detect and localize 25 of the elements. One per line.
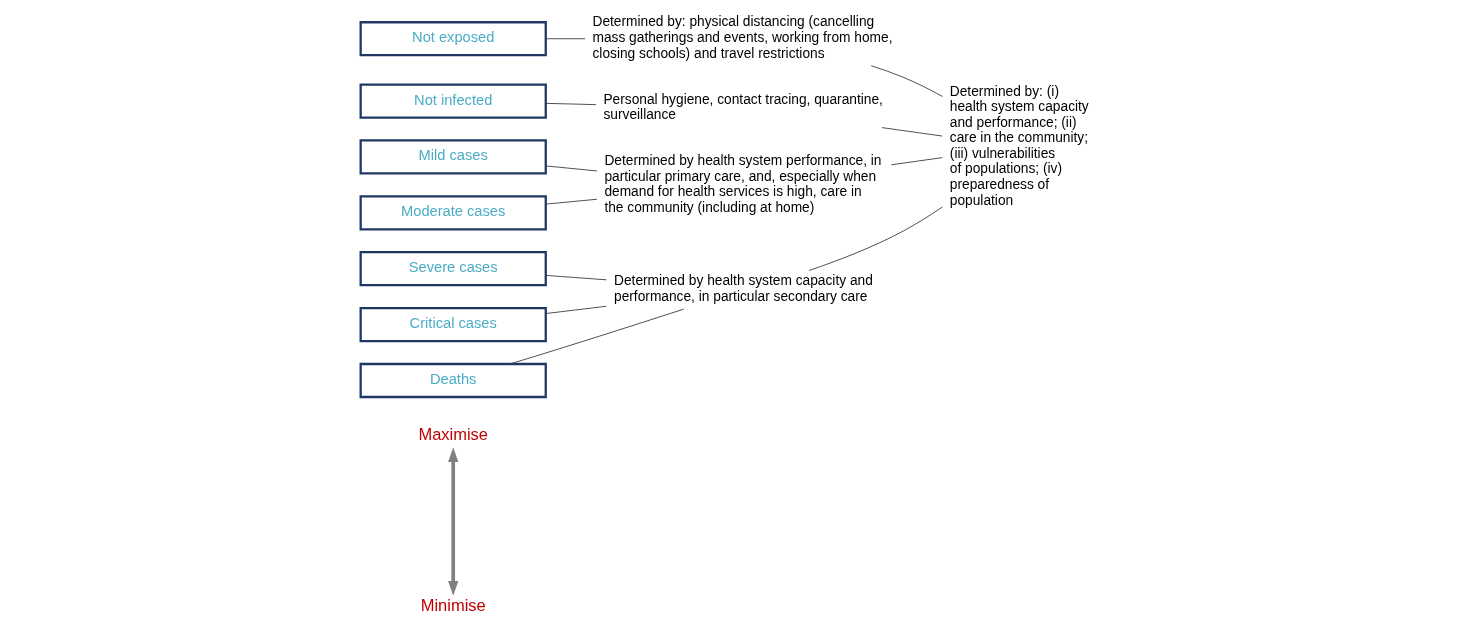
node-box: Critical cases [359, 306, 547, 343]
node-box: Mild cases [359, 139, 547, 175]
connector [808, 206, 943, 271]
node-box: Not infected [359, 83, 547, 119]
node-text: Maximise [418, 425, 489, 444]
connector [870, 65, 943, 97]
node-text: Personal hygiene, contact tracing, quarantine, surveillance [603, 91, 883, 123]
connector [545, 165, 598, 172]
connector [545, 38, 586, 40]
connector [545, 305, 607, 314]
connector [881, 127, 943, 137]
connector [545, 198, 598, 205]
connector [545, 102, 597, 106]
node-text: Determined by health system performance, in particular primary care, and, especially when demand for health services is high, care in the community (including at home) [604, 153, 882, 215]
connector [890, 157, 943, 166]
connector [545, 274, 607, 281]
node-text: Minimise [420, 595, 486, 614]
node-box: Severe cases [359, 251, 547, 287]
node-text: Determined by: physical distancing (cancelling mass gatherings and events, working from home, closing schools) and travel restrictions [592, 14, 893, 61]
arrow [448, 447, 459, 596]
node-text: Determined by: (i) health system capacity and performance; (ii) care in the community; (iii) vulnerabilities of populations; (iv) preparedness of population [949, 83, 1089, 208]
node-text: Determined by health system capacity and performance, in particular secondary care [614, 273, 873, 304]
node-box: Not exposed [359, 21, 547, 57]
node-box: Moderate cases [359, 195, 547, 231]
node-box: Deaths [359, 362, 547, 399]
